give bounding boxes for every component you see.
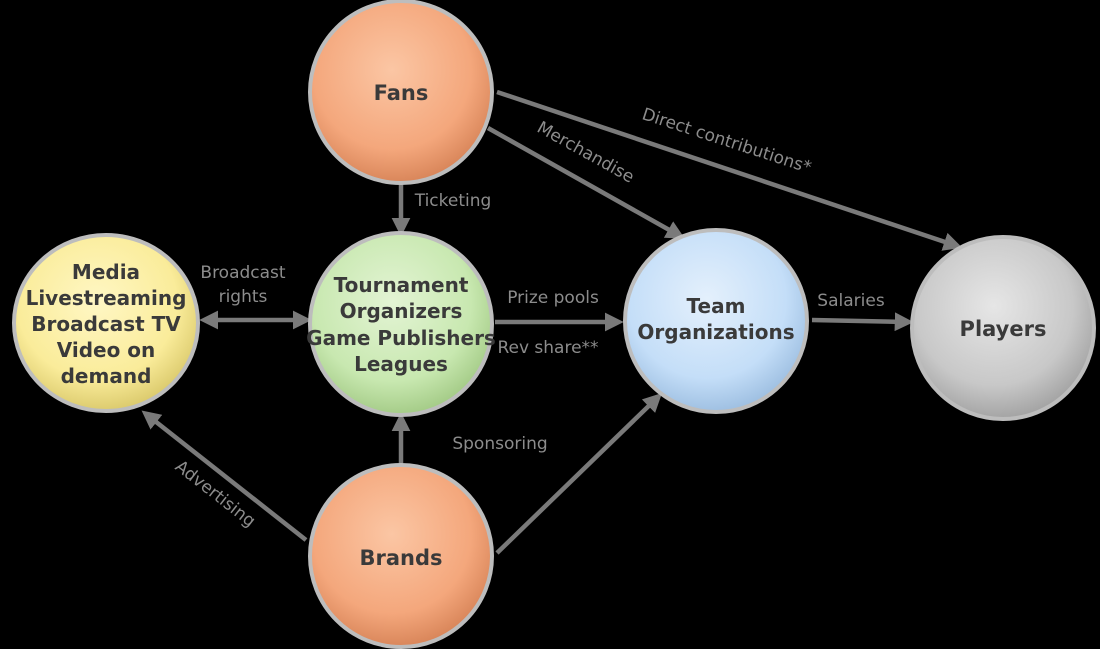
node-players-circle	[910, 235, 1096, 421]
node-fans-circle	[308, 0, 494, 185]
node-media-label-line3: Broadcast TV	[31, 312, 181, 336]
node-team-label-line1: Team	[687, 294, 746, 318]
node-players-label: Players	[960, 317, 1047, 341]
edge-brands-team	[495, 393, 663, 555]
edge-fans-team	[486, 126, 685, 239]
edge-label-rev-share: Rev share**	[497, 338, 598, 358]
node-tournament-label-line4: Leagues	[354, 352, 448, 376]
edge-brands-media	[141, 410, 308, 542]
node-media-label-line4: Video on	[57, 338, 156, 362]
node-brands-circle	[308, 463, 494, 649]
edge-fans-players	[496, 89, 963, 251]
node-tournament-circle	[308, 231, 494, 417]
node-media-circle	[12, 233, 200, 413]
node-media: Media Livestreaming Broadcast TV Video o…	[12, 233, 200, 413]
edge-label-ticketing: Ticketing	[414, 191, 492, 211]
node-media-label-line5: demand	[61, 364, 152, 388]
edge-team-players	[811, 312, 914, 332]
node-tournament: Tournament Organizers Game Publishers Le…	[306, 231, 496, 417]
node-team-label-line2: Organizations	[637, 320, 794, 344]
edge-label-salaries: Salaries	[817, 291, 885, 311]
node-players: Players	[910, 235, 1096, 421]
node-team-circle	[623, 228, 809, 414]
node-tournament-label-line2: Organizers	[340, 299, 463, 323]
node-brands-label: Brands	[359, 546, 442, 570]
edge-label-prize-pools: Prize pools	[507, 288, 599, 308]
node-brands: Brands	[308, 463, 494, 649]
edge-label-broadcast-rights-line2: rights	[219, 287, 268, 307]
node-team: Team Organizations	[623, 228, 809, 414]
node-tournament-label-line3: Game Publishers	[306, 326, 496, 350]
edge-label-sponsoring: Sponsoring	[452, 434, 547, 454]
node-media-label-line2: Livestreaming	[26, 286, 187, 310]
edge-label-merchandise: Merchandise	[533, 118, 637, 188]
node-tournament-label-line1: Tournament	[334, 273, 469, 297]
edge-label-broadcast-rights-line1: Broadcast	[200, 263, 286, 283]
node-media-label-line1: Media	[72, 260, 140, 284]
edges	[141, 89, 963, 555]
node-fans: Fans	[308, 0, 494, 185]
node-fans-label: Fans	[374, 81, 429, 105]
